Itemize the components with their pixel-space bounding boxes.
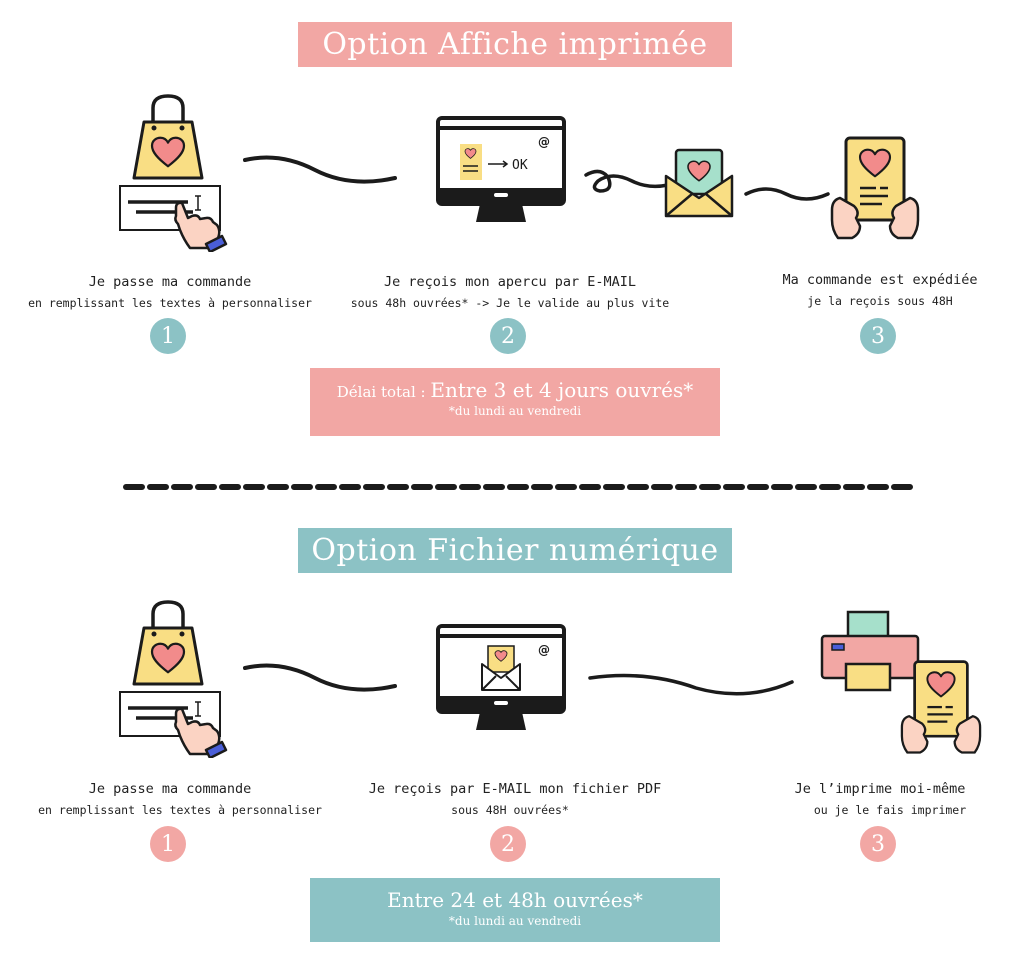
delay-note: *du lundi au vendredi xyxy=(448,404,582,418)
dashed-divider xyxy=(123,484,917,490)
curly-connector xyxy=(584,169,670,193)
step3-title: Ma commande est expédiée xyxy=(782,272,978,288)
step2-title: Je reçois mon apercu par E-MAIL xyxy=(384,274,636,290)
section1-delay-box: Délai total : Entre 3 et 4 jours ouvrés*… xyxy=(310,368,720,436)
at-sign-icon: @ xyxy=(538,135,550,149)
at-sign-icon: @ xyxy=(538,643,550,657)
wavy-connector xyxy=(744,187,830,201)
shopping-bag-form-icon xyxy=(118,598,228,758)
shopping-bag-form-icon xyxy=(118,92,228,252)
section1-title-banner: Option Affiche imprimée xyxy=(298,22,732,67)
step1-number-badge: 1 xyxy=(150,318,186,354)
delay-prefix: Délai total : xyxy=(336,383,431,401)
wavy-connector xyxy=(243,663,397,692)
section2-title: Option Fichier numérique xyxy=(311,533,719,568)
step3-number-badge: 3 xyxy=(860,318,896,354)
printer-poster-icon xyxy=(820,610,990,760)
step2-subtitle: sous 48H ouvrées* xyxy=(451,803,569,817)
step2-title: Je reçois par E-MAIL mon fichier PDF xyxy=(368,781,662,797)
wavy-connector xyxy=(588,673,794,696)
monitor-envelope-icon: @ xyxy=(436,624,566,732)
step3-subtitle: ou je le fais imprimer xyxy=(813,803,967,817)
step1-title: Je passe ma commande xyxy=(88,274,252,290)
wavy-connector xyxy=(243,155,397,184)
step1-number-badge: 1 xyxy=(150,826,186,862)
step2-number-badge: 2 xyxy=(490,318,526,354)
delay-main: Entre 24 et 48h ouvrées* xyxy=(387,888,643,912)
step3-number-badge: 3 xyxy=(860,826,896,862)
step3-title: Je l’imprime moi-même xyxy=(794,781,966,797)
step1-subtitle: en remplissant les textes à personnalise… xyxy=(28,296,312,310)
step1-title: Je passe ma commande xyxy=(88,781,252,797)
step3-subtitle: je la reçois sous 48H xyxy=(807,294,953,308)
step2-number-badge: 2 xyxy=(490,826,526,862)
step2-subtitle: sous 48h ouvrées* -> Je le valide au plu… xyxy=(350,296,670,310)
section1-title: Option Affiche imprimée xyxy=(322,27,708,62)
section2-delay-box: Entre 24 et 48h ouvrées* *du lundi au ve… xyxy=(310,878,720,942)
screen-ok-text: OK xyxy=(512,158,528,173)
delay-note: *du lundi au vendredi xyxy=(448,914,582,928)
step1-subtitle: en remplissant les textes à personnalise… xyxy=(38,803,322,817)
delay-main: Entre 3 et 4 jours ouvrés* xyxy=(430,378,694,402)
envelope-heart-icon xyxy=(664,148,734,218)
monitor-preview-icon: OK @ xyxy=(436,116,566,224)
poster-in-hands-icon xyxy=(830,134,920,244)
section2-title-banner: Option Fichier numérique xyxy=(298,528,732,573)
